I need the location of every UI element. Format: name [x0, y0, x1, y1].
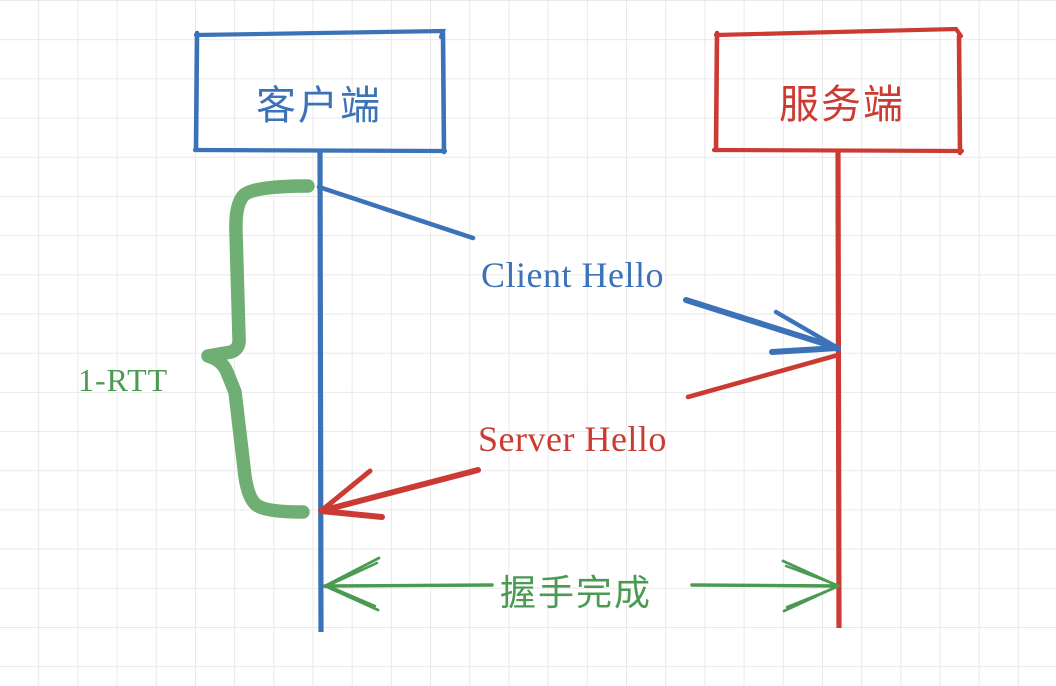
handshake-done-arrow [323, 556, 840, 613]
server-node-label: 服务端 [779, 82, 905, 127]
client-lifeline [317, 149, 324, 633]
rtt-brace [201, 179, 315, 519]
server-hello-arrow [318, 352, 841, 520]
server-hello-label: Server Hello [478, 419, 667, 459]
client-hello-label: Client Hello [481, 255, 664, 295]
handshake-done-label: 握手完成 [500, 573, 653, 613]
client-hello-arrow [316, 184, 841, 355]
server-box [711, 26, 965, 156]
rtt-annotation-label: 1-RTT [78, 362, 169, 398]
client-node-label: 客户端 [256, 83, 382, 128]
server-lifeline [835, 149, 842, 629]
